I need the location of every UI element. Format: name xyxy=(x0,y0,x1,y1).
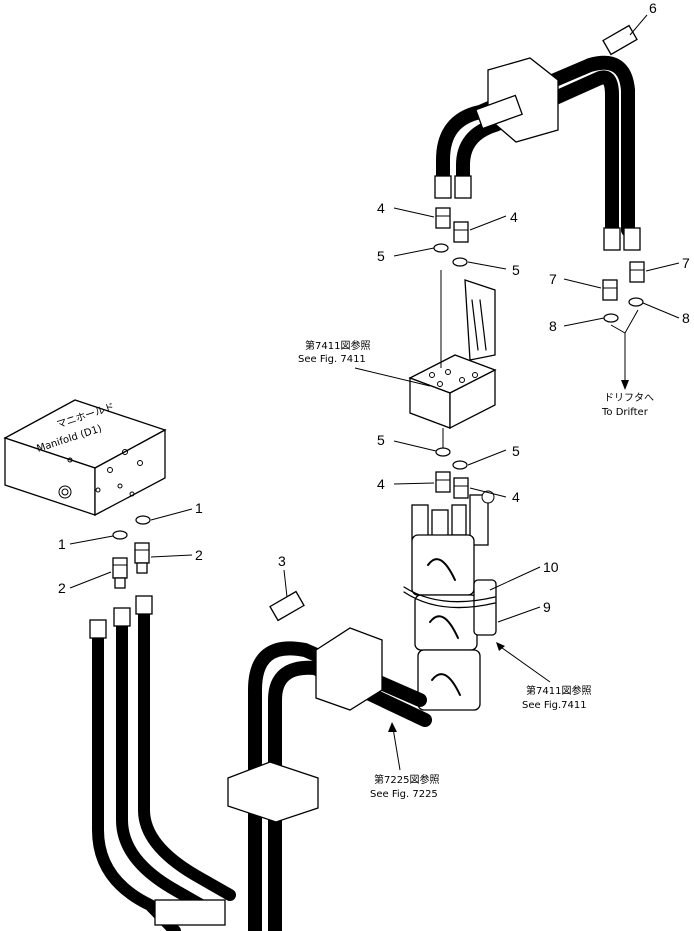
part-label-4: 4 xyxy=(512,489,520,505)
part-label-5: 5 xyxy=(512,443,520,459)
part-label-1: 1 xyxy=(58,536,66,552)
ref-fig-7225-en: See Fig. 7225 xyxy=(370,789,438,800)
drifter-arrow-head xyxy=(621,380,629,390)
manifold-hoses xyxy=(89,595,236,931)
part-label-1: 1 xyxy=(195,500,203,516)
adapter-4-lower-left xyxy=(435,471,451,493)
adapter-4-upper-right xyxy=(453,221,469,243)
part-label-9: 9 xyxy=(543,599,551,615)
part-label-4: 4 xyxy=(377,476,385,492)
upper-hose-loop xyxy=(434,55,641,251)
o-ring-5-lower-left xyxy=(435,447,451,457)
part-label-10: 10 xyxy=(543,559,559,575)
part-label-4: 4 xyxy=(510,209,518,225)
leader-lines xyxy=(69,14,680,771)
o-ring-5-upper-right xyxy=(452,257,468,267)
elbow-fitting-2-left xyxy=(112,557,128,589)
valve-block xyxy=(408,279,497,430)
ref-fig-7411-top-jp: 第7411図参照 xyxy=(305,339,370,352)
o-ring-1-left xyxy=(112,530,128,540)
hose-tag-6 xyxy=(602,24,638,56)
ref-fig-7411-right-jp: 第7411図参照 xyxy=(526,684,591,697)
part-label-5: 5 xyxy=(512,262,520,278)
adapter-4-upper-left xyxy=(435,207,451,229)
o-ring-1-right xyxy=(135,515,151,525)
lower-hose-loop xyxy=(227,627,432,931)
manifold-block xyxy=(3,399,167,517)
part-label-8: 8 xyxy=(549,318,557,334)
part-label-5: 5 xyxy=(377,248,385,264)
adapter-4-lower-right xyxy=(453,477,469,499)
ref-fig-7225-jp: 第7225図参照 xyxy=(374,773,439,786)
ref-fig-7411-top-en: See Fig. 7411 xyxy=(298,354,366,365)
part-label-2: 2 xyxy=(58,580,66,596)
part-label-5: 5 xyxy=(377,432,385,448)
part-label-7: 7 xyxy=(549,271,557,287)
o-ring-8-left xyxy=(603,313,619,323)
adapter-7-right xyxy=(629,261,645,283)
part-label-7: 7 xyxy=(682,255,690,271)
to-drifter-en: To Drifter xyxy=(601,407,649,418)
elbow-fitting-2-right xyxy=(134,542,150,574)
to-drifter-jp: ドリフタへ xyxy=(604,392,654,404)
ref-fig-7411-right-en: See Fig.7411 xyxy=(522,700,587,711)
part-label-4: 4 xyxy=(377,200,385,216)
hose-bundle-with-guards xyxy=(403,490,497,711)
part-label-3: 3 xyxy=(278,553,286,569)
part-label-6: 6 xyxy=(649,0,657,16)
part-label-2: 2 xyxy=(195,547,203,563)
o-ring-5-upper-left xyxy=(433,243,449,253)
part-label-8: 8 xyxy=(682,310,690,326)
o-ring-5-lower-right xyxy=(452,460,468,470)
o-ring-8-right xyxy=(628,297,644,307)
hose-tag-3 xyxy=(269,590,305,622)
adapter-7-left xyxy=(602,279,618,301)
